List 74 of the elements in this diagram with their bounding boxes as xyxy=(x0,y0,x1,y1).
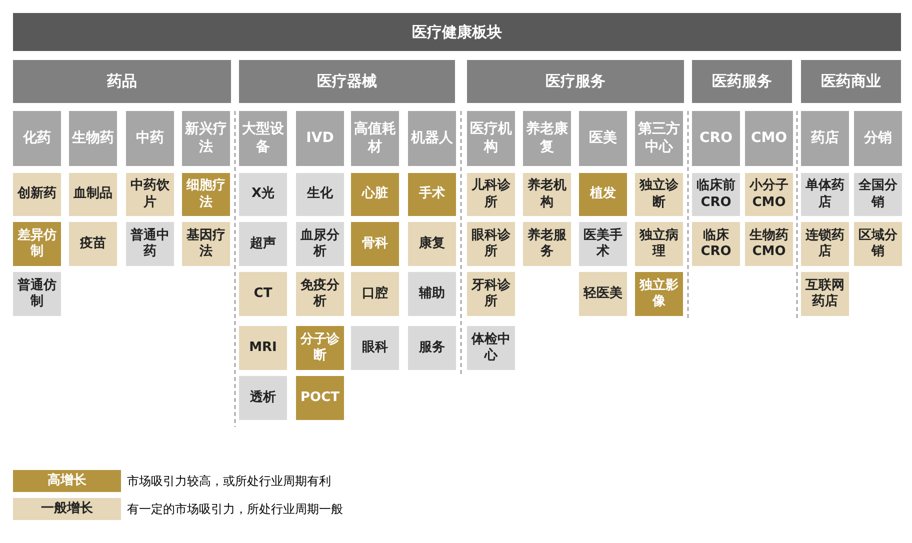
legend-key: 一般增长 xyxy=(13,498,121,520)
item-box: 普通中药 xyxy=(126,222,174,266)
category-box: 机器人 xyxy=(408,111,456,166)
sector-band: 医药商业 xyxy=(801,60,901,103)
item-box: 养老服务 xyxy=(523,222,571,266)
item-box: 全国分销 xyxy=(854,173,902,216)
item-box: 普通仿制 xyxy=(13,272,61,316)
item-box: 医美手术 xyxy=(579,222,627,266)
sector-band: 医药服务 xyxy=(692,60,792,103)
item-box: 透析 xyxy=(239,376,287,420)
category-box: CRO xyxy=(692,111,740,166)
item-box: MRI xyxy=(239,326,287,370)
legend-description: 市场吸引力较高，或所处行业周期有利 xyxy=(127,473,331,490)
item-box: 血尿分析 xyxy=(296,222,344,266)
item-box: 儿科诊所 xyxy=(467,173,515,216)
item-box: 差异仿制 xyxy=(13,222,61,266)
category-box: 医疗机构 xyxy=(467,111,515,166)
category-box: 分销 xyxy=(854,111,902,166)
category-box: 药店 xyxy=(801,111,849,166)
item-box: 血制品 xyxy=(69,173,117,216)
item-box: 服务 xyxy=(408,326,456,370)
item-box: 独立病理 xyxy=(635,222,683,266)
item-box: 疫苗 xyxy=(69,222,117,266)
category-box: 养老康复 xyxy=(523,111,571,166)
item-box: 眼科 xyxy=(351,326,399,370)
category-box: CMO xyxy=(745,111,793,166)
item-box: 生化 xyxy=(296,173,344,216)
item-box: 生物药CMO xyxy=(745,222,793,266)
top-band: 医疗健康板块 xyxy=(13,13,901,51)
item-box: 临床前CRO xyxy=(692,173,740,216)
category-box: 化药 xyxy=(13,111,61,166)
item-box: 植发 xyxy=(579,173,627,216)
category-box: 医美 xyxy=(579,111,627,166)
item-box: 骨科 xyxy=(351,222,399,266)
item-box: 临床CRO xyxy=(692,222,740,266)
item-box: 体检中心 xyxy=(467,326,515,370)
item-box: 心脏 xyxy=(351,173,399,216)
item-box: 超声 xyxy=(239,222,287,266)
item-box: 眼科诊所 xyxy=(467,222,515,266)
item-box: 细胞疗法 xyxy=(182,173,230,216)
category-box: 生物药 xyxy=(69,111,117,166)
item-box: 轻医美 xyxy=(579,272,627,316)
item-box: CT xyxy=(239,272,287,316)
sector-band: 医疗器械 xyxy=(239,60,455,103)
legend-description: 有一定的市场吸引力，所处行业周期一般 xyxy=(127,501,343,518)
item-box: 免疫分析 xyxy=(296,272,344,316)
item-box: 康复 xyxy=(408,222,456,266)
item-box: 独立诊断 xyxy=(635,173,683,216)
item-box: 牙科诊所 xyxy=(467,272,515,316)
item-box: 中药饮片 xyxy=(126,173,174,216)
item-box: 手术 xyxy=(408,173,456,216)
item-box: 口腔 xyxy=(351,272,399,316)
item-box: 单体药店 xyxy=(801,173,849,216)
item-box: 基因疗法 xyxy=(182,222,230,266)
category-box: 新兴疗法 xyxy=(182,111,230,166)
item-box: 养老机构 xyxy=(523,173,571,216)
item-box: 分子诊断 xyxy=(296,326,344,370)
legend-key: 高增长 xyxy=(13,470,121,492)
item-box: 创新药 xyxy=(13,173,61,216)
sector-band: 药品 xyxy=(13,60,231,103)
item-box: 辅助 xyxy=(408,272,456,316)
category-box: 第三方中心 xyxy=(635,111,683,166)
item-box: 互联网药店 xyxy=(801,272,849,316)
item-box: 独立影像 xyxy=(635,272,683,316)
category-box: 高值耗材 xyxy=(351,111,399,166)
category-box: 大型设备 xyxy=(239,111,287,166)
item-box: 连锁药店 xyxy=(801,222,849,266)
item-box: X光 xyxy=(239,173,287,216)
item-box: POCT xyxy=(296,376,344,420)
category-box: 中药 xyxy=(126,111,174,166)
item-box: 区域分销 xyxy=(854,222,902,266)
sector-band: 医疗服务 xyxy=(467,60,684,103)
item-box: 小分子CMO xyxy=(745,173,793,216)
category-box: IVD xyxy=(296,111,344,166)
